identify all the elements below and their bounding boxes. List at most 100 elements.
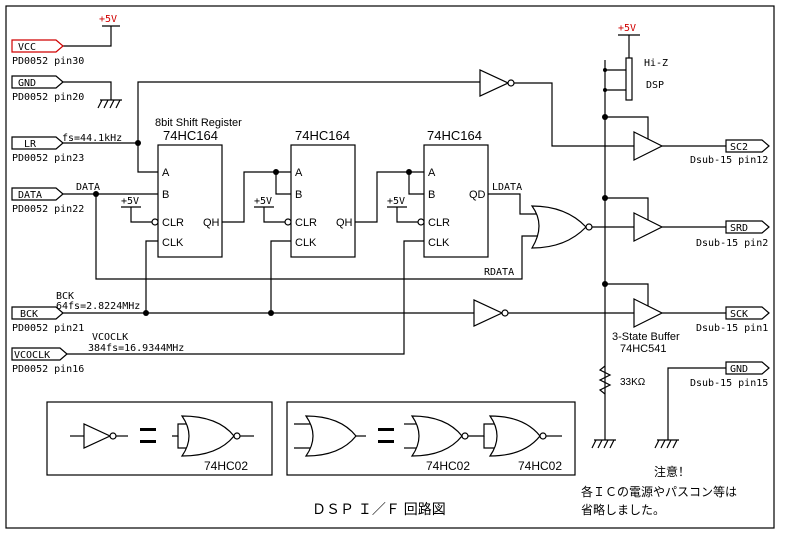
rdata-net-label: RDATA [484,267,514,278]
connector-lr-pin: PD0052 pin23 [12,153,84,164]
note-heading: 注意！ [654,464,690,479]
connector-bck [11,306,64,320]
dsp-supply-label: +5V [618,23,636,34]
bck-frequency-label: 64fs=2.8224MHz [56,301,140,312]
nor-gate [530,205,593,249]
pullup3-label: +5V [387,196,405,207]
connector-lr [11,136,64,150]
chip3-part: 74HC164 [427,128,482,143]
connector-sck-label: SCK [730,309,748,320]
input-vcc: VCC PD0052 pin30 [11,39,84,67]
inverter-bck [473,299,509,327]
chip3-clr-bubble [417,218,425,226]
vcoclk-net-label: VCOCLK [92,332,128,343]
ldata-net-label: LDATA [492,182,522,193]
junction-chip3-ab [406,169,412,175]
chip-74hc164-2: 74HC164 A B CLR CLK QH [284,128,356,258]
chip2-pin-clk: CLK [295,237,317,249]
wire-chip3-b [408,172,424,195]
output-gnd: GND Dsub-15 pin15 [690,361,770,389]
connector-gnd [11,75,64,89]
ground-symbol-gnd [97,99,122,109]
wire-enable-sck [605,283,649,306]
inverter-lr [479,69,515,97]
connector-sc2-pin: Dsub-15 pin12 [690,155,768,166]
connector-sc2-label: SC2 [730,142,748,153]
pullup1-label: +5V [121,196,139,207]
wire-gnd-out [667,367,726,440]
chip1-pin-a: A [162,167,170,179]
diagram-title: ＤＳＰ Ｉ／Ｆ 回路図 [312,501,446,517]
chip-74hc164-1: 74HC164 A B CLR CLK QH [151,128,223,258]
connector-bck-label: BCK [20,309,38,320]
connector-gnd-out [725,361,770,375]
legend-left-part: 74HC02 [204,459,248,473]
chip1-pin-b: B [162,189,169,201]
chip3-pin-b: B [428,189,435,201]
pullup-chip2: +5V [254,196,285,223]
wire-enable-sc2 [605,116,649,139]
switch-dsp-label: DSP [646,80,664,91]
chip1-pin-clk: CLK [162,237,184,249]
resistor-label: 33KΩ [620,377,646,388]
mode-switch[interactable] [603,57,633,101]
connector-sck-pin: Dsub-15 pin1 [696,323,768,334]
connector-data-label: DATA [18,190,42,201]
junction-bck-1 [143,310,149,316]
chip-74hc164-3: 74HC164 A B CLR CLK QD [417,128,489,258]
junction-enable-2 [602,195,608,201]
output-sc2: SC2 Dsub-15 pin12 [690,139,770,166]
pullup-chip3: +5V [387,196,418,223]
chip2-part: 74HC164 [295,128,350,143]
chip3-pin-clk: CLK [428,237,450,249]
chip1-pin-qh: QH [203,217,220,229]
connector-srd [725,220,770,234]
connector-vcoclk [11,347,68,361]
output-srd: SRD Dsub-15 pin2 [696,220,770,249]
pullup-chip1: +5V [121,196,152,223]
connector-vcc-pin: PD0052 pin30 [12,56,84,67]
wire-bck-chip2 [270,240,291,313]
junction-lr [135,140,141,146]
connector-lr-label: LR [24,139,37,150]
chip2-pin-clr: CLR [295,217,317,229]
connector-vcoclk-label: VCOCLK [14,350,50,361]
connector-data [11,187,64,201]
junction-data [93,191,99,197]
junction-enable-3 [602,281,608,287]
legend-right-part-1: 74HC02 [426,459,470,473]
input-bck: BCK PD0052 pin21 [11,306,84,334]
junction-bck-2 [268,310,274,316]
wire-chip2-b [275,172,291,195]
switch-hiz-label: Hi-Z [644,58,668,69]
chip3-pin-clr: CLR [428,217,450,229]
wire-chip1-qh [222,171,291,223]
chip3-body [423,144,489,258]
note-line-2: 省略しました。 [581,502,665,517]
chip2-pin-a: A [295,167,303,179]
junction-chip2-ab [273,169,279,175]
connector-gnd-label: GND [18,78,36,89]
wire-ldata [488,193,537,215]
buffer-type-label: 3-State Buffer [612,331,680,343]
connector-vcc [11,39,64,53]
connector-sck [725,306,770,320]
input-data: DATA PD0052 pin22 [11,187,84,215]
input-lr: LR PD0052 pin23 [11,136,84,164]
chip2-pin-qh: QH [336,217,353,229]
diagram-border [5,5,775,529]
connector-bck-pin: PD0052 pin21 [12,323,84,334]
resistor-33k [598,365,612,395]
chip3-pin-a: A [428,167,436,179]
buffer-part-label: 74HC541 [620,343,666,355]
wire-gnd [63,81,112,100]
junction-enable-1 [602,114,608,120]
legend-or-box: 74HC02 74HC02 [286,401,576,476]
wire-lr [63,142,158,173]
connector-vcoclk-pin: PD0052 pin16 [12,364,84,375]
wire-rdata [95,194,537,280]
lr-frequency-label: fs=44.1kHz [62,133,122,144]
connector-gnd-out-label: GND [730,364,748,375]
chip1-clr-bubble [151,218,159,226]
chip3-pin-qd: QD [469,189,486,201]
